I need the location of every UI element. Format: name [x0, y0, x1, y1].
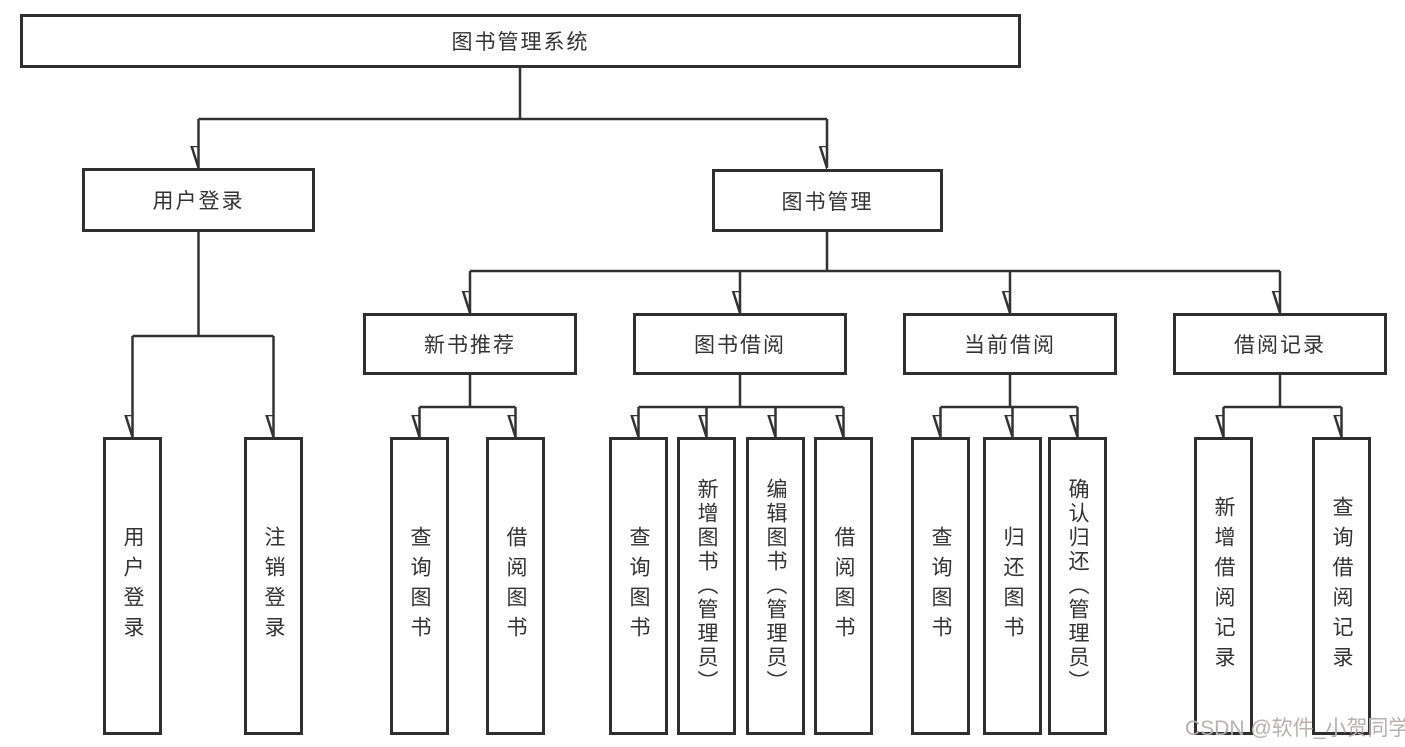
leaf-query-books-3: 查询图书: [911, 437, 970, 735]
node-book-management: 图书管理: [712, 169, 943, 232]
leaf-user-login: 用户登录: [103, 437, 162, 735]
leaf-query-books-3-label: 查询图书: [929, 526, 952, 646]
leaf-logout-label: 注销登录: [262, 526, 285, 646]
connector-new-book-recommend: [419, 375, 516, 409]
connector-book-management: [470, 232, 1280, 273]
leaf-confirm-return-admin-label: 确认归还（管理员）: [1066, 478, 1089, 694]
leaf-return-book-label: 归还图书: [1001, 526, 1024, 646]
node-book-borrow: 图书借阅: [633, 313, 847, 375]
node-book-management-label: 图书管理: [781, 190, 874, 214]
connector-user-login: [132, 232, 274, 338]
leaf-add-book-admin-label: 新增图书（管理员）: [695, 478, 718, 694]
node-book-borrow-label: 图书借阅: [694, 334, 786, 357]
connector-book-borrow: [638, 375, 844, 409]
leaf-query-borrow-record-label: 查询借阅记录: [1330, 496, 1353, 676]
leaf-return-book: 归还图书: [983, 437, 1042, 735]
leaf-borrow-books-1-label: 借阅图书: [504, 526, 527, 646]
connector-root: [198, 68, 827, 121]
leaf-edit-book-admin-label: 编辑图书（管理员）: [764, 478, 787, 694]
node-user-login: 用户登录: [82, 168, 315, 232]
connector-borrow-records: [1223, 375, 1342, 409]
leaf-query-books-1: 查询图书: [390, 437, 449, 735]
csdn-watermark: CSDN @软件_小贺同学: [1185, 717, 1405, 740]
leaf-query-books-2-label: 查询图书: [627, 526, 650, 646]
leaf-borrow-books-2-label: 借阅图书: [832, 526, 855, 646]
node-library-system-label: 图书管理系统: [451, 31, 590, 54]
node-borrow-records: 借阅记录: [1173, 313, 1387, 375]
leaf-add-borrow-record: 新增借阅记录: [1194, 437, 1253, 735]
leaf-edit-book-admin: 编辑图书（管理员）: [746, 437, 805, 735]
leaf-user-login-label: 用户登录: [121, 526, 144, 646]
leaf-logout: 注销登录: [244, 437, 303, 735]
node-new-book-recommend-label: 新书推荐: [424, 334, 516, 357]
node-user-login-label: 用户登录: [152, 190, 245, 213]
node-current-borrow: 当前借阅: [903, 313, 1117, 375]
leaf-query-books-2: 查询图书: [609, 437, 668, 735]
leaf-add-book-admin: 新增图书（管理员）: [677, 437, 736, 735]
node-library-system: 图书管理系统: [20, 14, 1021, 68]
leaf-borrow-books-2: 借阅图书: [814, 437, 873, 735]
node-current-borrow-label: 当前借阅: [964, 334, 1056, 357]
leaf-query-books-1-label: 查询图书: [408, 526, 431, 646]
leaf-add-borrow-record-label: 新增借阅记录: [1212, 496, 1235, 676]
node-new-book-recommend: 新书推荐: [363, 313, 577, 375]
leaf-query-borrow-record: 查询借阅记录: [1312, 437, 1371, 735]
leaf-borrow-books-1: 借阅图书: [486, 437, 545, 735]
node-borrow-records-label: 借阅记录: [1234, 334, 1326, 357]
leaf-confirm-return-admin: 确认归还（管理员）: [1048, 437, 1107, 735]
connector-current-borrow: [940, 375, 1078, 409]
